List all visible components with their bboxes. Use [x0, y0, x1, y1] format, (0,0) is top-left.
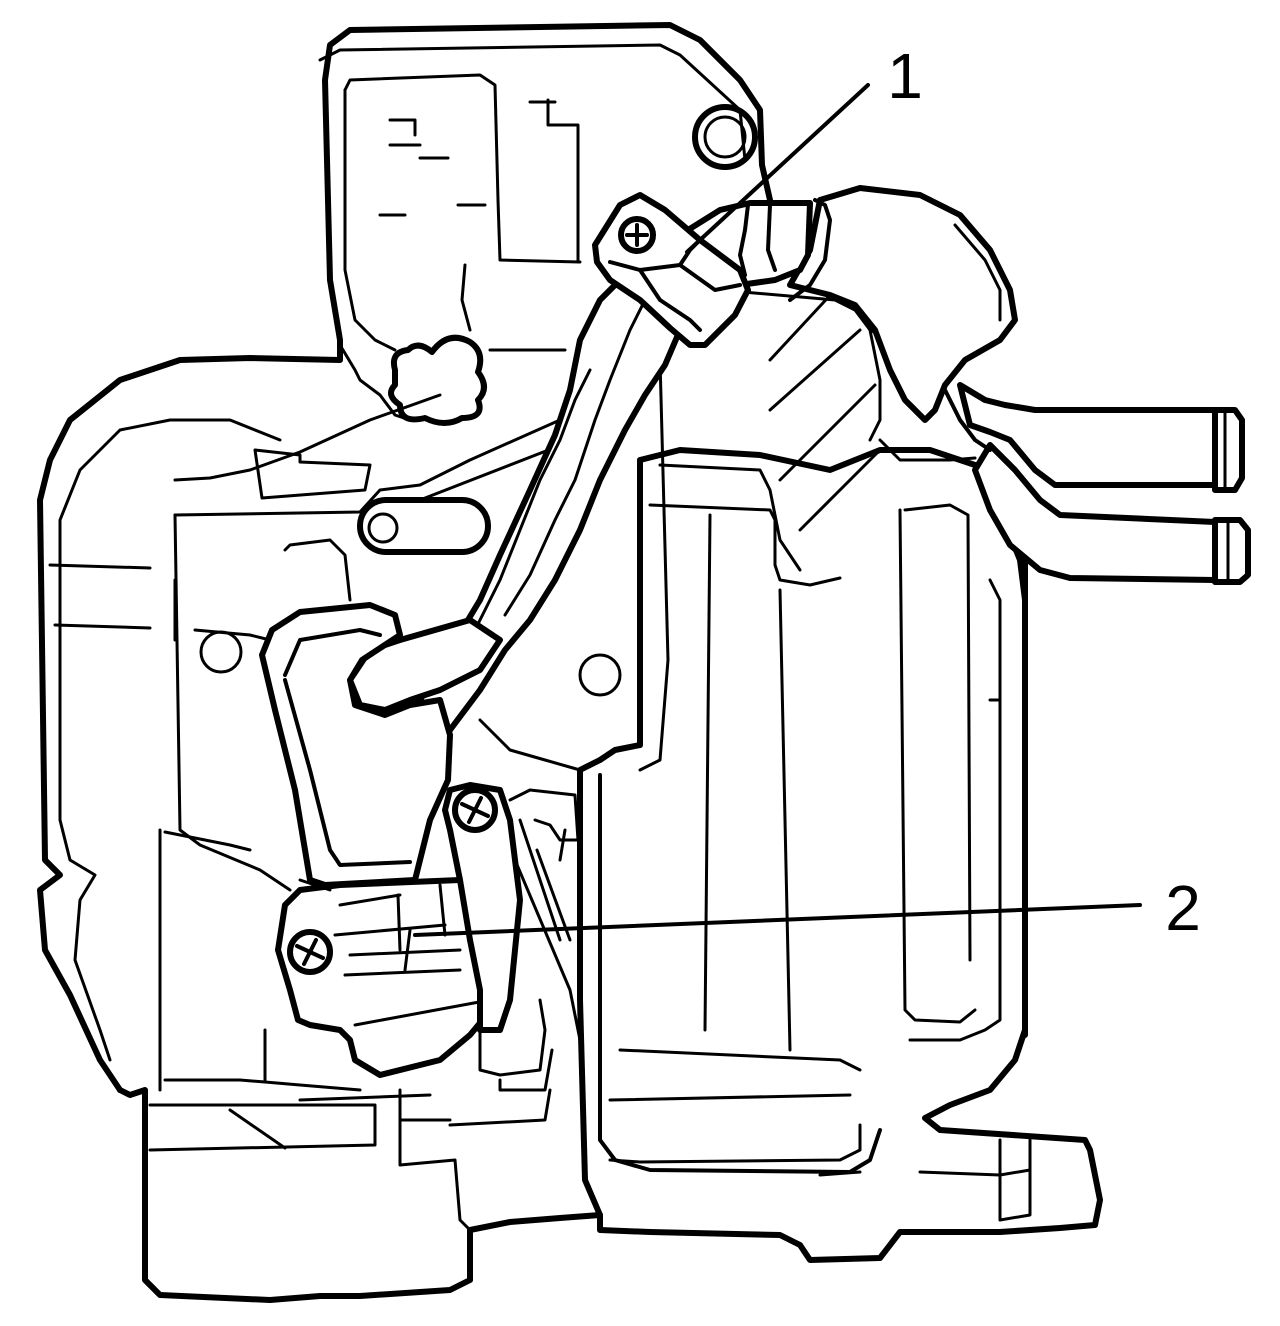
foam-seal	[388, 334, 487, 426]
callout-2: 2	[413, 872, 1201, 944]
housing-body	[37, 22, 1103, 1303]
mount-hole-top	[692, 104, 758, 170]
callout-2-leader	[413, 903, 1142, 937]
actuator-screw-icon	[452, 787, 498, 833]
callout-1-leader	[685, 83, 870, 254]
actuator-screw-icon	[287, 929, 333, 975]
heater-core-pipes	[787, 185, 1251, 585]
callout-1-label: 1	[887, 40, 923, 112]
heater-core-housing	[577, 288, 1032, 1222]
slot-opening	[357, 497, 491, 555]
mount-holes	[199, 630, 622, 697]
clamp-screw-icon	[618, 216, 656, 254]
callout-1: 1	[685, 40, 923, 254]
actuator-bracket	[259, 602, 582, 1092]
callout-2-label: 2	[1165, 872, 1201, 944]
housing-detail-lines	[48, 393, 602, 1232]
